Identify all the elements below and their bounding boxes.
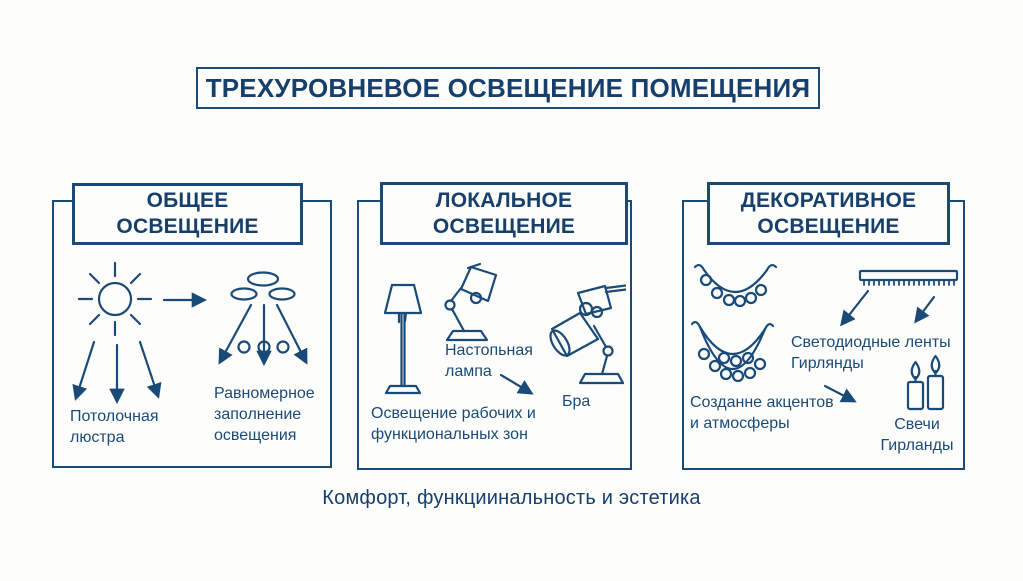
label-uniform-fill: Равномерное заполнение освещения — [214, 385, 315, 444]
candles-icon — [906, 354, 945, 411]
arrow-to-sconce-icon — [499, 373, 534, 395]
label-ceiling-chandelier: Потолочная люстра — [70, 408, 159, 446]
label-sconce: Бра — [562, 393, 591, 410]
floor-lamp-icon — [383, 283, 423, 395]
wall-sconce-icon — [576, 284, 626, 319]
table-lamp-icon — [549, 301, 625, 385]
arrow-to-candles-icon — [823, 384, 857, 403]
footer-caption: Комфорт, функциинальность и эстетика — [322, 487, 701, 509]
page-title-text: ТРЕХУРОВНЕВОЕ ОСВЕЩЕНИЕ ПОМЕЩЕНИЯ — [205, 72, 811, 103]
sun-icon — [77, 261, 153, 337]
local-lighting-art — [383, 262, 626, 395]
page-title: ТРЕХУРОВНЕВОЕ ОСВЕЩЕНИЕ ПОМЕЩЕНИЯ — [196, 67, 820, 109]
arrow-from-led-left-icon — [840, 289, 870, 327]
arrow-from-led-right-icon — [914, 295, 936, 324]
chandelier-icon — [218, 271, 308, 367]
header-general-lighting: ОБЩЕЕ ОСВЕЩЕНИЕ — [72, 183, 303, 245]
header-decorative-lighting: ДЕКОРАТИВНОЕ ОСВЕЩЕНИЕ — [707, 182, 950, 245]
led-strip-icon — [858, 269, 959, 286]
label-led-strips: Светодиодные ленты Гирлянды — [791, 334, 951, 372]
down-arrows-icon — [72, 340, 162, 405]
panel-local-lighting: Настопьная лампа Бра Освещение рабочих и… — [357, 200, 632, 470]
desk-lamp-icon — [444, 262, 498, 342]
garland-icon — [693, 263, 778, 308]
label-work-zones: Освещение рабочих и функциональных зон — [371, 405, 536, 443]
panel-general-lighting: Потолочная люстра Равномерное заполнение… — [52, 200, 332, 468]
general-lighting-art — [72, 261, 308, 405]
label-accents: Созданне акцентов и атмосферы — [690, 394, 834, 432]
double-garland-icon — [690, 320, 775, 383]
label-desk-lamp: Настопьная лампа — [445, 342, 533, 380]
decorative-lighting-art — [690, 263, 959, 411]
label-candles: Свечи Гирланды — [880, 416, 954, 454]
header-local-lighting: ЛОКАЛЬНОЕ ОСВЕЩЕНИЕ — [380, 182, 628, 245]
